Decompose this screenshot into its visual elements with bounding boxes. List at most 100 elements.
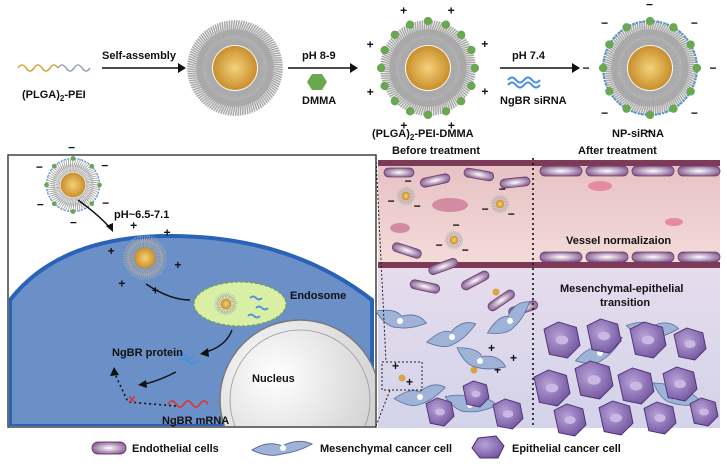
pei-brush-strand (49, 195, 59, 200)
pei-brush-strand (629, 88, 641, 102)
pei-brush-strand (651, 20, 658, 37)
plga-core (449, 235, 459, 245)
pei-brush-strand (648, 29, 652, 46)
pei-brush-strand (612, 56, 628, 64)
arrow-head-icon (138, 380, 147, 388)
epithelial-nucleus (610, 413, 622, 423)
pei-brush-strand (438, 35, 451, 49)
pei-brush-strand (128, 249, 136, 255)
pei-brush-strand (265, 54, 282, 58)
pei-brush-strand (201, 47, 215, 59)
epithelial-nucleus (674, 379, 686, 389)
pei-brush-strand (223, 21, 227, 38)
pei-brush-strand (672, 68, 689, 74)
pei-brush-strand (154, 249, 162, 253)
pei-brush-strand (143, 235, 146, 243)
pei-brush-strand (242, 32, 253, 47)
pei-brush-strand (446, 80, 458, 94)
pei-brush-strand (217, 300, 221, 303)
dmma-group-icon (405, 20, 415, 29)
pei-brush-strand (196, 73, 213, 76)
pei-brush-strand (673, 38, 689, 48)
pei-brush-strand (56, 199, 64, 207)
pei-brush-strand (391, 76, 408, 82)
pei-brush-strand (604, 50, 620, 60)
pei-brush-strand (395, 81, 411, 91)
pei-brush-strand (389, 88, 405, 98)
pei-brush-strand (497, 210, 500, 214)
normalized-endothelium-bottom (539, 251, 721, 263)
pei-brush-strand (389, 60, 406, 67)
pei-brush-strand (79, 160, 86, 169)
pei-brush-strand (494, 206, 497, 210)
pei-brush-strand (46, 186, 56, 189)
pei-brush-strand (620, 42, 632, 56)
pei-brush-strand (460, 67, 476, 74)
pei-brush-strand (659, 34, 671, 48)
endothelial-cell (463, 167, 495, 182)
sirna-icon (247, 313, 261, 319)
pei-brush-strand (148, 268, 151, 276)
pei-brush-strand (154, 263, 161, 270)
dmma-group-icon (669, 104, 678, 113)
pei-brush-strand (395, 45, 409, 58)
pei-brush-strand (612, 58, 628, 66)
pei-brush-strand (202, 81, 218, 91)
pei-brush-strand (46, 176, 56, 182)
pei-brush-strand (660, 35, 673, 49)
pei-brush-strand (680, 77, 695, 88)
pei-brush-strand (445, 235, 449, 238)
pei-brush-strand (400, 39, 412, 54)
pei-brush-strand (407, 88, 419, 102)
pei-brush-strand (402, 189, 405, 193)
pei-brush-strand (227, 295, 230, 299)
ngbr-mrna-label: NgBR mRNA (162, 415, 229, 427)
pei-brush-strand (232, 298, 237, 301)
pei-brush-strand (426, 90, 430, 107)
pei-brush-strand (450, 36, 466, 47)
pei-brush-strand (671, 90, 682, 106)
pei-brush-strand (437, 34, 449, 48)
pei-brush-strand (149, 242, 155, 249)
pei-brush-strand (455, 45, 471, 52)
pei-brush-strand (46, 190, 56, 193)
after-treatment-label: After treatment (578, 145, 657, 157)
epithelial-cell-icon (471, 435, 505, 459)
dmma-group-icon (89, 201, 95, 207)
pei-brush-strand (205, 42, 217, 56)
pei-brush-strand (235, 29, 241, 46)
pei-brush-strand (132, 238, 137, 246)
pei-brush-strand (189, 52, 204, 62)
pei-brush-strand (611, 37, 624, 51)
pei-brush-strand (638, 21, 642, 38)
pei-brush-strand (265, 56, 282, 60)
pei-brush-strand (147, 240, 152, 248)
pei-brush-strand (157, 265, 164, 272)
pei-brush-strand (458, 56, 475, 60)
dmma-group-icon (605, 40, 614, 49)
pei-brush-strand (200, 48, 215, 60)
pei-brush-strand (450, 70, 466, 78)
pei-brush-strand (423, 29, 426, 46)
pei-brush-strand (389, 73, 406, 76)
pei-brush-strand (248, 85, 258, 101)
pei-brush-strand (237, 99, 241, 116)
pei-brush-strand (634, 22, 639, 39)
pei-brush-strand (250, 42, 265, 53)
pei-brush-strand (251, 82, 263, 97)
pei-brush-strand (640, 90, 648, 106)
pei-brush-strand (670, 91, 680, 107)
pei-brush-strand (126, 255, 135, 258)
legend: Endothelial cells Mesenchymal cancer cel… (91, 435, 621, 459)
pei-brush-strand (439, 36, 453, 50)
mesenchymal-cancer-cell (486, 301, 531, 334)
pei-brush-strand (231, 90, 236, 107)
pei-brush-strand (427, 20, 434, 36)
pei-brush-strand (257, 64, 274, 68)
pei-brush-strand (624, 86, 638, 98)
pei-brush-strand (128, 241, 134, 248)
pei-brush-strand (192, 84, 208, 91)
endothelial-cell (677, 165, 721, 177)
pei-brush-strand (207, 85, 222, 97)
pei-brush-strand (617, 45, 631, 58)
